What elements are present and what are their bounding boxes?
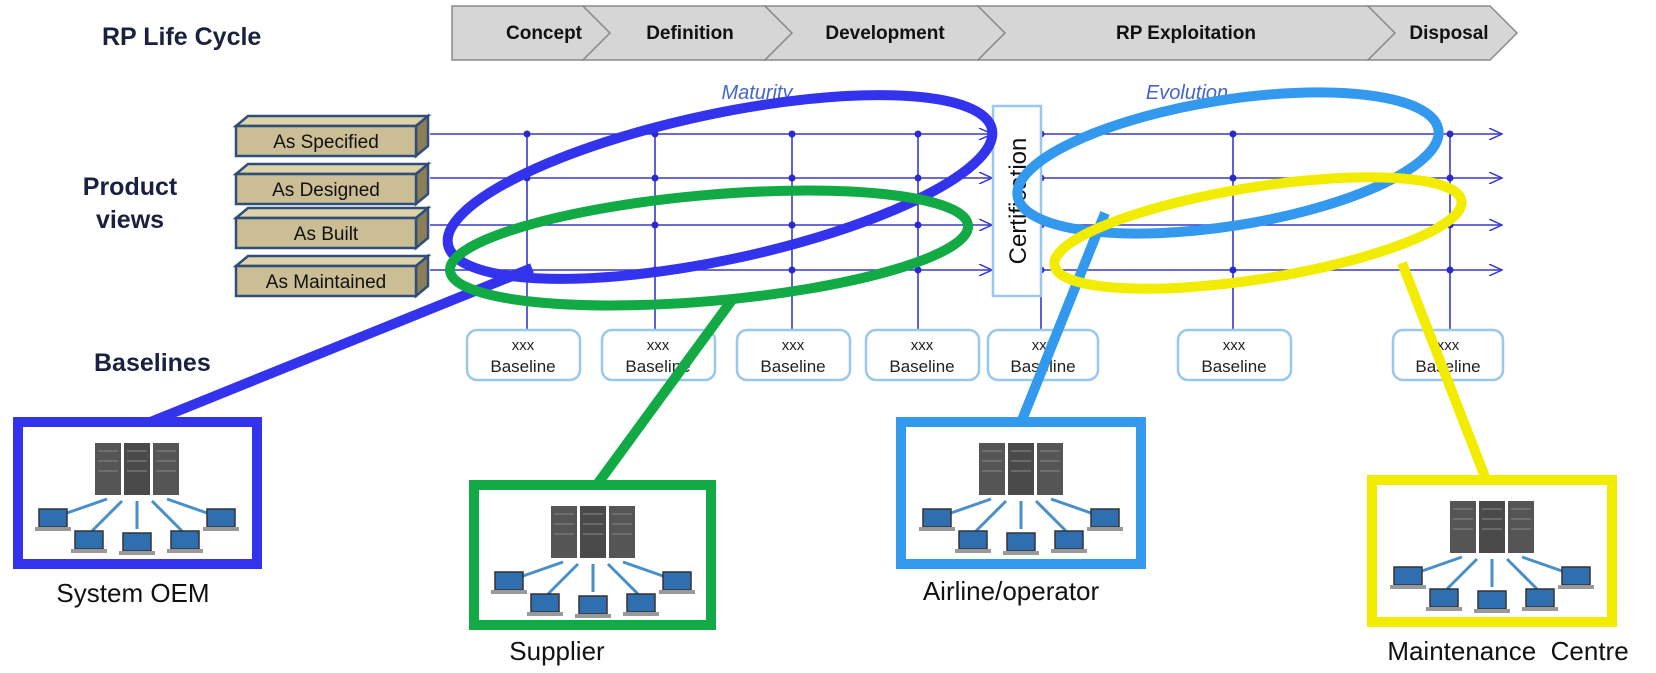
baseline-code: xxx xyxy=(512,337,535,354)
view-as-built: As Built xyxy=(232,205,432,251)
baseline-box: xxx Baseline xyxy=(600,328,717,382)
phase-label: RP Exploitation xyxy=(1116,23,1256,44)
stakeholder-label: Supplier xyxy=(509,636,605,666)
stakeholder-supplier: Supplier xyxy=(469,480,716,666)
product-view-boxes: As Specified As Designed As Built As Mai… xyxy=(232,113,432,299)
baseline-box: xxx Baseline xyxy=(864,328,981,382)
phase-label: Development xyxy=(825,23,945,44)
view-label: As Designed xyxy=(272,180,380,201)
baseline-code: xxx xyxy=(782,337,805,354)
server-network-icon xyxy=(919,443,1123,555)
phase-label: Disposal xyxy=(1409,23,1488,44)
stakeholder-label: Maintenance Centre xyxy=(1387,636,1628,666)
server-network-icon xyxy=(491,506,695,618)
view-label: As Built xyxy=(294,224,359,245)
baseline-box: xxx Baseline xyxy=(1391,328,1505,382)
view-as-specified: As Specified xyxy=(232,113,432,159)
phase-label: Definition xyxy=(646,23,734,44)
system-oem-scope xyxy=(141,90,998,430)
baseline-box: xxx Baseline xyxy=(735,328,852,382)
lifecycle-phases: Concept Definition Development RP Exploi… xyxy=(451,5,1519,61)
baseline-boxes: xxx Baseline xxx Baseline xxx Baseline x… xyxy=(465,328,1505,382)
view-label: As Specified xyxy=(273,132,379,153)
baseline-code: xxx xyxy=(911,337,934,354)
stakeholder-maintenance: Maintenance Centre xyxy=(1367,475,1629,666)
supplier-ellipse xyxy=(444,185,974,311)
stakeholder-label: System OEM xyxy=(56,578,209,608)
server-network-icon xyxy=(35,443,239,555)
view-as-designed: As Designed xyxy=(232,161,432,207)
product-views-heading-line1: Product xyxy=(83,173,178,201)
baseline-code: xxx xyxy=(1223,337,1246,354)
baseline-label: Baseline xyxy=(1415,357,1480,376)
stakeholder-system-oem: System OEM xyxy=(13,417,262,608)
baseline-label: Baseline xyxy=(1201,357,1266,376)
baseline-label: Baseline xyxy=(889,357,954,376)
maintenance-ellipse xyxy=(1049,172,1467,294)
phase-definition: Definition xyxy=(581,5,794,61)
baseline-code: xxx xyxy=(1437,337,1460,354)
baseline-box: xxx Baseline xyxy=(1176,328,1293,382)
phase-label: Concept xyxy=(506,23,583,44)
airline-scope xyxy=(1012,87,1444,427)
baseline-box: xxx Baseline xyxy=(465,328,582,382)
server-network-icon xyxy=(1390,501,1594,613)
lifecycle-heading: RP Life Cycle xyxy=(102,23,261,51)
supplier-connector xyxy=(588,297,737,493)
stakeholder-airline: Airline/operator xyxy=(896,417,1146,606)
stakeholder-label: Airline/operator xyxy=(923,576,1100,606)
system-oem-connector xyxy=(141,263,534,430)
supplier-scope xyxy=(444,185,974,493)
system-oem-ellipse xyxy=(442,90,998,284)
baseline-label: Baseline xyxy=(490,357,555,376)
maintenance-scope xyxy=(1049,172,1492,484)
phase-concept: Concept xyxy=(451,5,612,61)
baselines-heading: Baselines xyxy=(94,349,211,377)
airline-ellipse xyxy=(1012,87,1444,239)
maintenance-connector xyxy=(1397,261,1492,484)
baseline-code: xxx xyxy=(647,337,670,354)
view-as-maintained: As Maintained xyxy=(232,253,432,299)
phase-disposal: Disposal xyxy=(1366,5,1519,61)
product-views-heading-line2: views xyxy=(96,206,164,234)
view-label: As Maintained xyxy=(266,272,386,293)
phase-development: Development xyxy=(763,5,1007,61)
phase-rp-exploitation: RP Exploitation xyxy=(976,5,1397,61)
airline-connector xyxy=(1015,211,1110,427)
baseline-label: Baseline xyxy=(760,357,825,376)
